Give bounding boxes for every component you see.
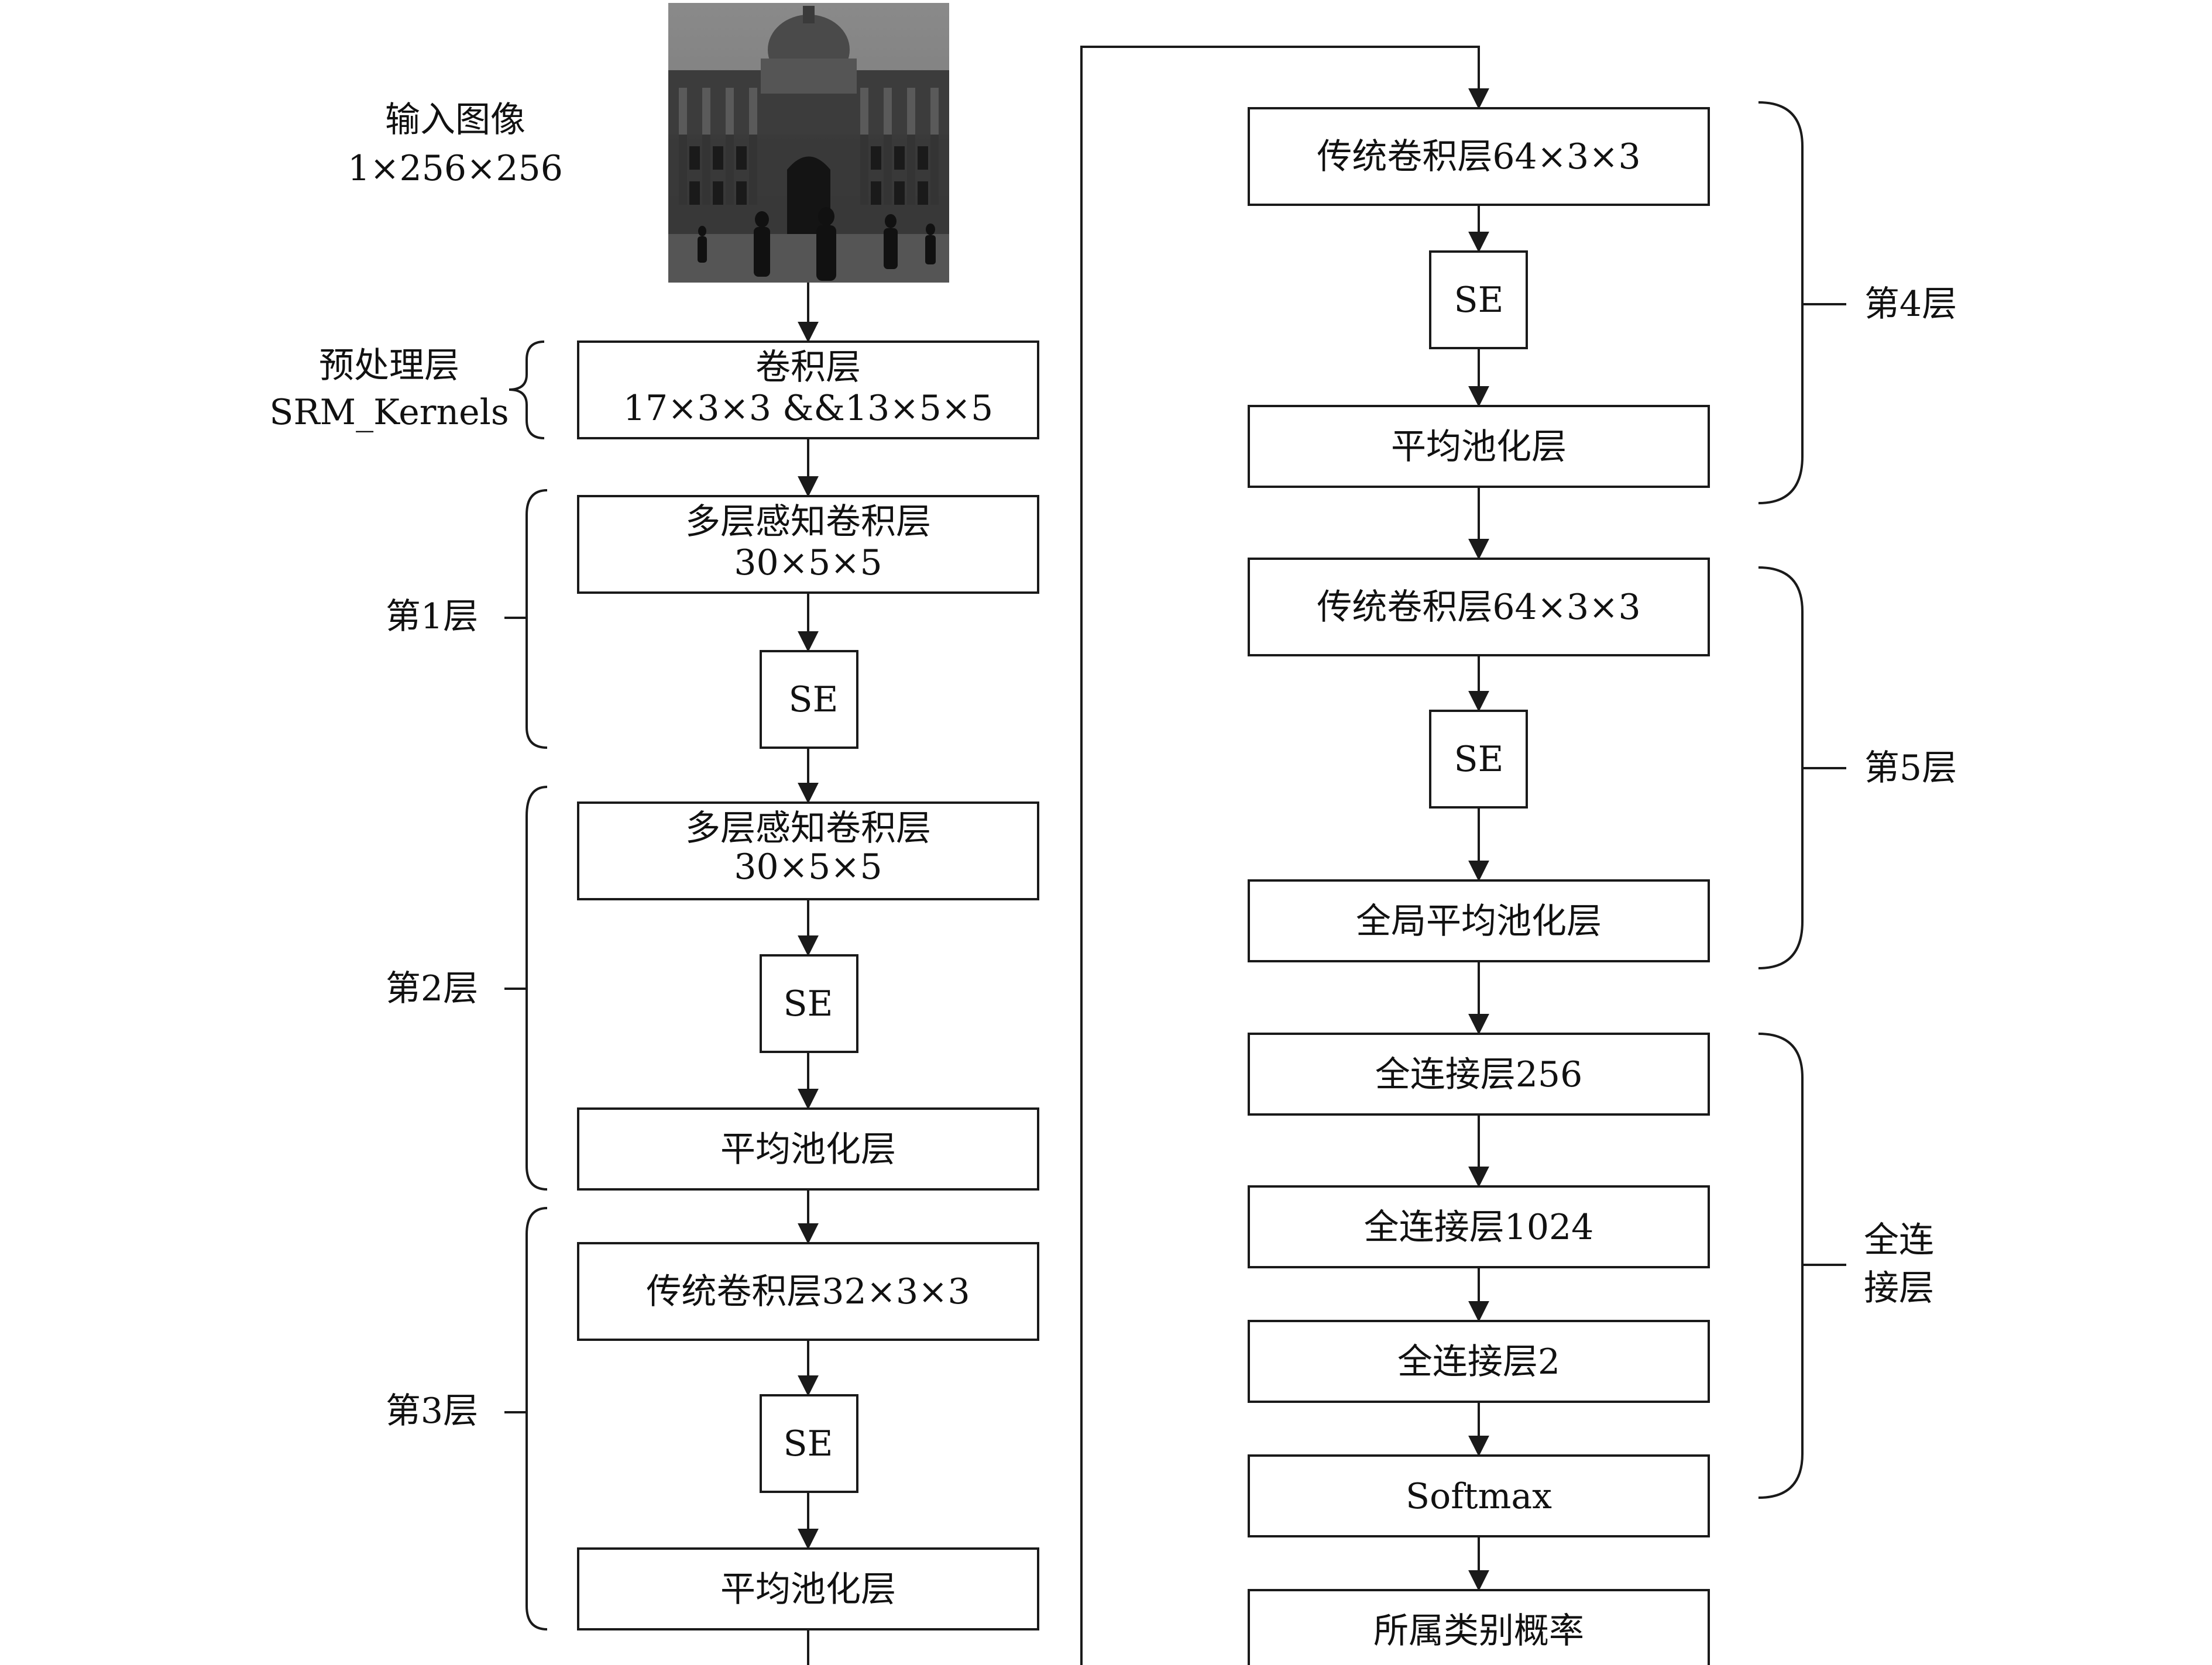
- preprocess-label-line1: 预处理层: [319, 345, 459, 386]
- layer4-conv-box: 传统卷积层64×3×3: [1248, 107, 1710, 206]
- layer3-pool-label: 平均池化层: [720, 1569, 896, 1610]
- fc-brace: [1758, 1033, 1804, 1499]
- layer5-pool-label: 全局平均池化层: [1356, 901, 1602, 942]
- input-size: 1×256×256: [348, 148, 563, 189]
- layer3-label: 第3层: [386, 1391, 478, 1432]
- layer2-se-box: SE: [760, 954, 858, 1053]
- layer2-label: 第2层: [386, 968, 478, 1009]
- preprocess-conv-box: 卷积层 17×3×3 &&13×5×5: [577, 340, 1039, 439]
- layer3-pool-box: 平均池化层: [577, 1547, 1039, 1630]
- preprocess-label-line2: SRM_Kernels: [269, 392, 509, 433]
- layer2-se-label: SE: [784, 983, 833, 1024]
- layer2-conv-line1: 多层感知卷积层: [685, 808, 931, 849]
- layer4-conv-label: 传统卷积层64×3×3: [1317, 136, 1640, 177]
- softmax-label: Softmax: [1406, 1476, 1552, 1517]
- fc2-label: 全连接层1024: [1364, 1207, 1594, 1248]
- layer1-conv-box: 多层感知卷积层 30×5×5: [577, 495, 1039, 594]
- layer1-se-box: SE: [760, 650, 858, 749]
- layer2-pool-box: 平均池化层: [577, 1107, 1039, 1191]
- layer2-conv-line2: 30×5×5: [734, 847, 882, 887]
- layer1-conv-line1: 多层感知卷积层: [685, 501, 931, 542]
- layer2-brace: [525, 786, 548, 1191]
- layer4-label: 第4层: [1864, 284, 1957, 325]
- fc2-box: 全连接层1024: [1248, 1185, 1710, 1268]
- layer5-label: 第5层: [1864, 748, 1957, 789]
- layer3-se-box: SE: [760, 1394, 858, 1493]
- layer4-se-label: SE: [1454, 280, 1504, 321]
- layer4-brace: [1758, 101, 1804, 504]
- layer4-pool-box: 平均池化层: [1248, 405, 1710, 488]
- column-connector-line: [807, 46, 1489, 1665]
- layer3-conv-box: 传统卷积层32×3×3: [577, 1242, 1039, 1341]
- layer3-conv-label: 传统卷积层32×3×3: [646, 1271, 970, 1312]
- layer1-brace: [525, 489, 548, 749]
- fc-label-line2: 接层: [1864, 1268, 1934, 1309]
- layer1-conv-line2: 30×5×5: [734, 542, 882, 583]
- preprocess-box-line1: 卷积层: [755, 347, 861, 388]
- output-box: 所属类别概率: [1248, 1589, 1710, 1665]
- layer5-conv-label: 传统卷积层64×3×3: [1317, 587, 1640, 628]
- softmax-box: Softmax: [1248, 1454, 1710, 1537]
- fc3-label: 全连接层2: [1397, 1341, 1560, 1382]
- layer2-pool-label: 平均池化层: [720, 1129, 896, 1170]
- fc3-box: 全连接层2: [1248, 1320, 1710, 1403]
- input-title: 输入图像: [385, 99, 525, 140]
- layer3-se-label: SE: [784, 1423, 833, 1464]
- fc1-label: 全连接层256: [1375, 1054, 1583, 1095]
- fc1-box: 全连接层256: [1248, 1033, 1710, 1116]
- layer3-brace: [525, 1207, 548, 1630]
- layer4-se-box: SE: [1429, 250, 1528, 349]
- input-image: [668, 3, 949, 283]
- layer5-brace: [1758, 566, 1804, 969]
- layer5-se-label: SE: [1454, 739, 1504, 780]
- output-label: 所属类别概率: [1373, 1611, 1584, 1652]
- layer2-conv-box: 多层感知卷积层 30×5×5: [577, 801, 1039, 900]
- preprocess-brace: [509, 340, 545, 439]
- layer5-se-box: SE: [1429, 710, 1528, 809]
- layer5-pool-box: 全局平均池化层: [1248, 879, 1710, 962]
- layer1-label: 第1层: [386, 596, 478, 637]
- layer5-conv-box: 传统卷积层64×3×3: [1248, 558, 1710, 656]
- layer4-pool-label: 平均池化层: [1391, 426, 1567, 467]
- preprocess-box-line2: 17×3×3 &&13×5×5: [623, 388, 993, 429]
- layer1-se-label: SE: [789, 679, 839, 720]
- fc-label-line1: 全连: [1864, 1220, 1934, 1261]
